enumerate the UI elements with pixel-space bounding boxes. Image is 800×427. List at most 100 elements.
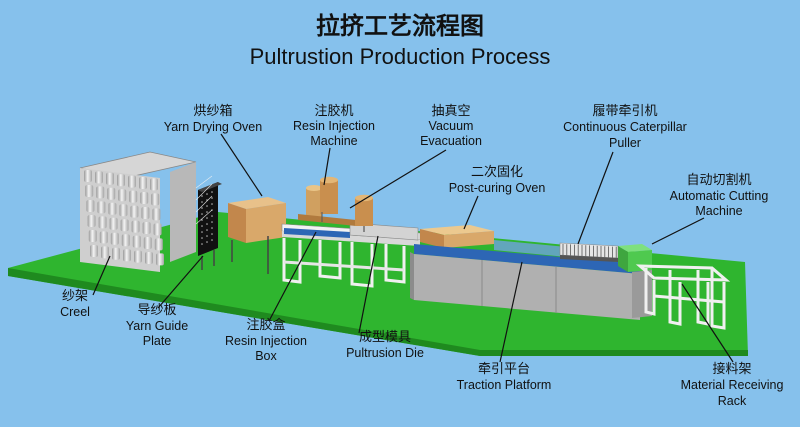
floor-edge [8, 268, 748, 356]
spool [109, 217, 118, 230]
material-receiving-rack [635, 264, 731, 330]
spool [112, 247, 120, 260]
title-english: Pultrustion Production Process [250, 44, 551, 69]
spool [86, 200, 95, 212]
label-cn: 接料架 [712, 361, 751, 377]
guide-hole [201, 225, 203, 227]
guide-hole [211, 233, 213, 235]
label-cn: 烘纱箱 [193, 103, 232, 119]
spool [117, 174, 125, 187]
spool [134, 250, 142, 263]
spool [151, 193, 160, 206]
guide-hole [201, 195, 203, 197]
spool [118, 189, 127, 202]
guide-hole [211, 221, 213, 223]
label-en: Creel [60, 305, 90, 319]
label-cn: 二次固化 [471, 164, 523, 180]
spool [131, 220, 140, 233]
yarn-guide-plate [195, 175, 222, 270]
label-en: Yarn Guide [126, 319, 188, 333]
guide-hole [206, 193, 208, 195]
label-pultrusion-die: 成型模具 Pultrusion Die [346, 330, 424, 360]
label-cn: 牵引平台 [478, 362, 530, 377]
spool [130, 205, 139, 218]
spool [85, 185, 94, 197]
leader-lines [92, 133, 734, 363]
vacuum-evacuation-tank [355, 194, 373, 232]
label-continuous-caterpillar-puller: 履带牵引机 Continuous Caterpillar Puller [563, 104, 687, 150]
guide-hole [201, 237, 203, 239]
label-en: Yarn Drying Oven [164, 120, 262, 134]
guide-hole [211, 215, 213, 217]
spool [121, 234, 130, 247]
guide-hole [206, 223, 208, 225]
guide-hole [211, 191, 213, 193]
label-en-2: Machine [310, 134, 357, 148]
guide-hole [206, 229, 208, 231]
guide-hole [201, 201, 203, 203]
spool [84, 170, 92, 182]
guide-hole [206, 217, 208, 219]
guide-hole [211, 203, 213, 205]
caterpillar-puller [559, 242, 619, 262]
label-traction-platform: 牵引平台 Traction Platform [457, 362, 552, 392]
guide-hole [206, 241, 208, 243]
guide-hole [211, 239, 213, 241]
label-en-2: Box [255, 349, 277, 363]
label-cn: 履带牵引机 [592, 104, 657, 119]
spool [97, 201, 106, 214]
label-creel: 纱架 Creel [60, 289, 90, 319]
label-en-2: Machine [695, 204, 742, 218]
spool [123, 249, 131, 262]
spool [150, 178, 158, 191]
spool [96, 186, 105, 199]
label-en: Traction Platform [457, 378, 552, 392]
label-yarn-drying-oven: 烘纱箱 Yarn Drying Oven [164, 103, 262, 134]
spool [95, 171, 103, 184]
spool [110, 232, 119, 245]
spool [145, 252, 153, 264]
spool [128, 175, 136, 188]
guide-hole [206, 205, 208, 207]
spool [87, 215, 96, 227]
label-en-2: Evacuation [420, 134, 482, 148]
label-cn: 成型模具 [359, 330, 411, 345]
spool [156, 253, 164, 266]
yarn-drying-oven [228, 197, 286, 274]
spool [153, 223, 162, 236]
label-cn: 导纱板 [137, 303, 176, 318]
guide-hole [201, 243, 203, 245]
label-cn: 抽真空 [431, 104, 470, 119]
spool [90, 245, 98, 257]
label-en: Post-curing Oven [449, 181, 546, 195]
label-en: Automatic Cutting [670, 189, 769, 203]
spool [120, 219, 129, 232]
spool [152, 208, 161, 221]
label-cn: 纱架 [62, 289, 88, 304]
label-resin-injection-machine: 注胶机 Resin Injection Machine [293, 103, 375, 148]
resin-injection-machine [298, 176, 356, 226]
post-curing-oven [420, 225, 494, 248]
label-cn: 自动切割机 [686, 172, 751, 188]
label-cn: 注胶机 [314, 103, 353, 119]
label-automatic-cutting-machine: 自动切割机 Automatic Cutting Machine [670, 172, 769, 218]
spool [108, 202, 117, 215]
label-en: Continuous Caterpillar [563, 120, 687, 134]
spool [141, 207, 150, 219]
spool [154, 238, 163, 251]
title-chinese: 拉挤工艺流程图 [316, 12, 484, 40]
spool [140, 192, 149, 204]
spool [142, 222, 151, 234]
label-en: Resin Injection [225, 334, 307, 348]
guide-hole [201, 213, 203, 215]
resin-injection-box [284, 228, 350, 238]
label-post-curing-oven: 二次固化 Post-curing Oven [449, 164, 546, 195]
spool [88, 230, 97, 242]
label-en-2: Rack [718, 394, 747, 408]
label-en-2: Plate [143, 334, 172, 348]
label-material-receiving-rack: 接料架 Material Receiving Rack [681, 361, 784, 408]
spool [139, 177, 147, 189]
spool [99, 231, 108, 244]
guide-hole [201, 219, 203, 221]
